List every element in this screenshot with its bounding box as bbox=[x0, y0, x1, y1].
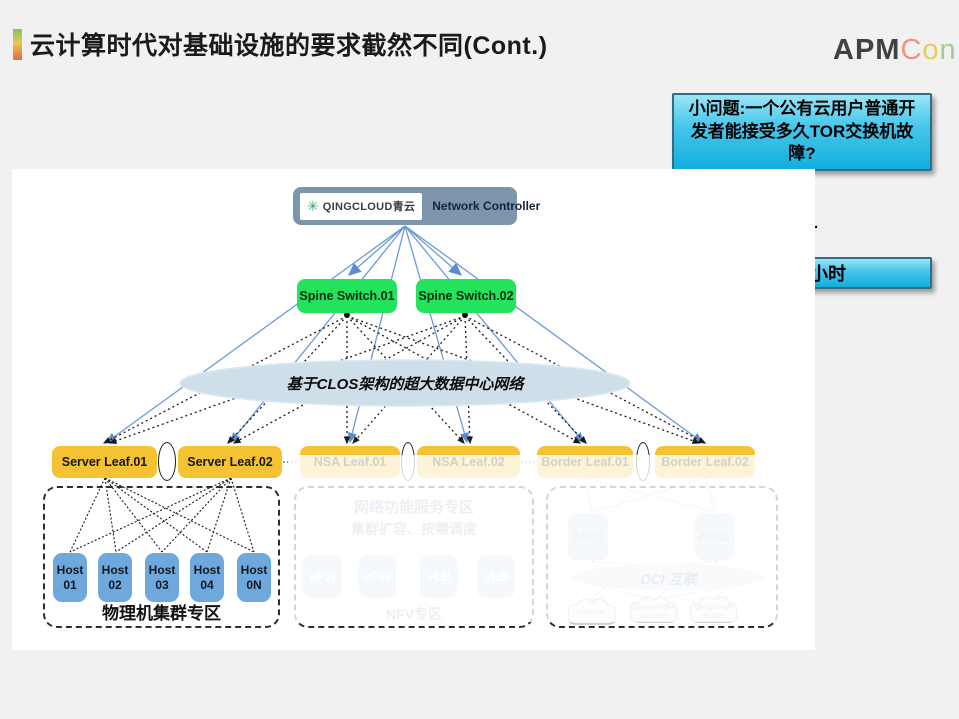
logo-text-o: o bbox=[922, 34, 940, 66]
host-04: Host 04 bbox=[190, 553, 224, 602]
spine-switch-01: Spine Switch.01 bbox=[297, 279, 397, 313]
server-leaf-02: Server Leaf.02 bbox=[178, 446, 282, 478]
apmcon-logo: APMCon bbox=[833, 34, 957, 67]
logo-text-c: C bbox=[900, 34, 923, 66]
host-0n: Host 0N bbox=[237, 553, 271, 602]
host-number: 02 bbox=[108, 577, 122, 592]
logo-text-n: n bbox=[939, 34, 957, 66]
network-controller-box: ✳ QINGCLOUD青云 Network Controller bbox=[293, 187, 540, 225]
host-name: Host bbox=[101, 562, 129, 577]
host-03: Host 03 bbox=[145, 553, 179, 602]
page-title: 云计算时代对基础设施的要求截然不同(Cont.) bbox=[30, 32, 548, 60]
server-leaf-01: Server Leaf.01 bbox=[52, 446, 157, 478]
qingcloud-logo-icon: ✳ bbox=[307, 198, 319, 214]
host-name: Host bbox=[56, 562, 84, 577]
spine2-port-dot bbox=[462, 312, 468, 318]
host-name: Host bbox=[240, 562, 268, 577]
host-number: 0N bbox=[246, 577, 262, 592]
qingcloud-brand-text: QINGCLOUD青云 bbox=[322, 201, 416, 213]
inactive-zones-fade-overlay bbox=[288, 455, 782, 622]
physical-section-label: 物理机集群专区 bbox=[102, 604, 221, 623]
leaf-host-mesh-lines bbox=[69, 477, 255, 553]
network-controller-label: Network Controller bbox=[432, 199, 541, 213]
host-name: Host bbox=[193, 562, 221, 577]
logo-text-apm: APM bbox=[833, 34, 901, 66]
question-callout: 小问题:一个公有云用户普通开发者能接受多久TOR交换机故障? bbox=[672, 93, 932, 171]
host-number: 01 bbox=[63, 577, 77, 592]
clos-network-label: 基于CLOS架构的超大数据中心网络 bbox=[286, 376, 524, 393]
diagram-panel: ✳ QINGCLOUD青云 Network Controller Spine S… bbox=[12, 169, 815, 650]
spine1-port-dot bbox=[344, 312, 350, 318]
qingcloud-brand-chip: ✳ QINGCLOUD青云 bbox=[300, 192, 423, 220]
host-02: Host 02 bbox=[98, 553, 132, 602]
question-text: 小问题:一个公有云用户普通开发者能接受多久TOR交换机故障? bbox=[688, 98, 916, 164]
physical-section-border bbox=[43, 486, 280, 628]
host-01: Host 01 bbox=[53, 553, 87, 602]
spine-switch-02: Spine Switch.02 bbox=[416, 279, 516, 313]
host-number: 04 bbox=[200, 577, 214, 592]
leaf-pair-link-icon bbox=[158, 442, 176, 481]
host-number: 03 bbox=[155, 577, 169, 592]
controller-fan-lines bbox=[105, 225, 704, 444]
host-name: Host bbox=[148, 562, 176, 577]
title-accent-bar-icon bbox=[13, 29, 22, 60]
clos-network-ellipse bbox=[179, 359, 631, 407]
